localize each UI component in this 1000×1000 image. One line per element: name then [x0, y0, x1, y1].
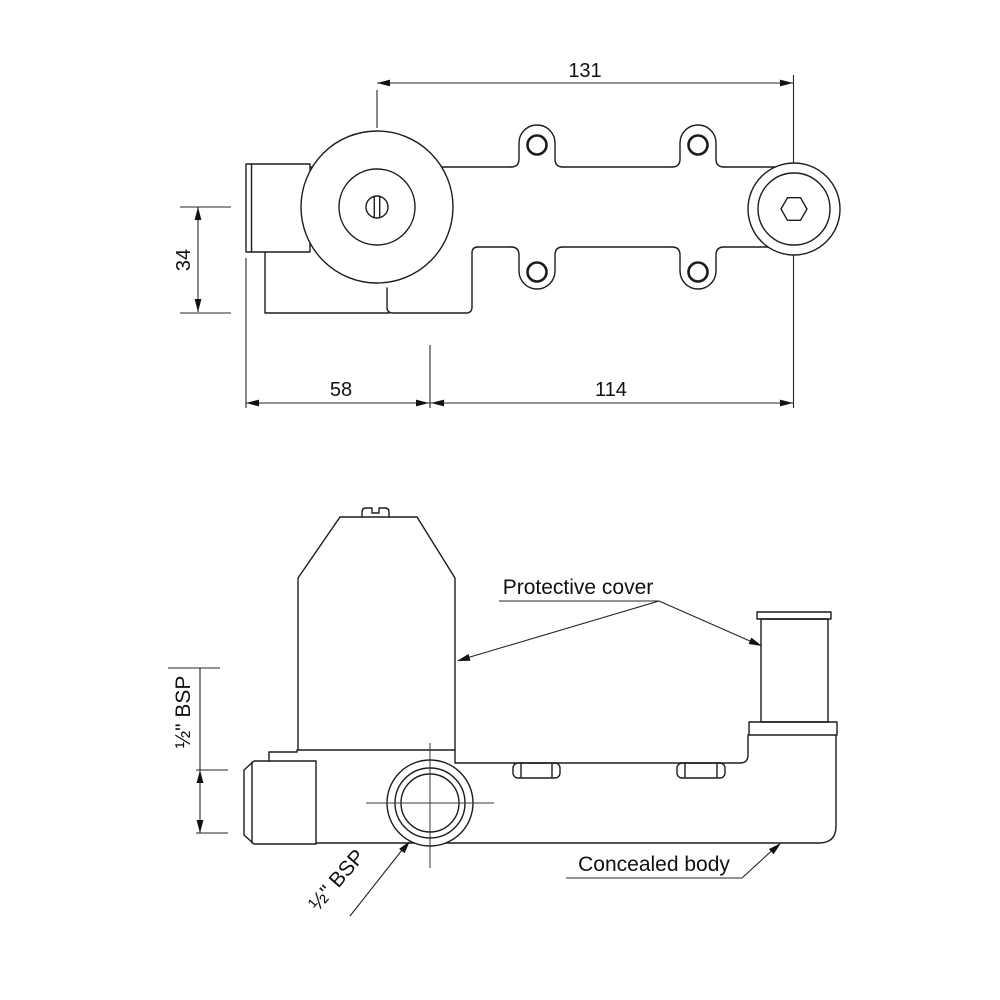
leader-arrowhead: [768, 843, 781, 855]
label-concealed-body: Concealed body: [566, 843, 781, 879]
arrowhead: [196, 820, 204, 833]
dimension-value-34: 34: [173, 249, 195, 271]
mounting-hole: [687, 134, 709, 156]
valve-screw-circle: [365, 195, 389, 219]
arrowhead: [194, 207, 202, 220]
leader-line: [658, 600, 760, 646]
outlet-flange: [748, 721, 838, 736]
right-port-inner-circle: [757, 172, 831, 246]
arrowhead: [416, 399, 429, 407]
arrowhead: [780, 399, 793, 407]
protective-cover-shape: [297, 507, 456, 751]
bottom-view: Protective cover Concealed body ½" BSP: [168, 507, 838, 917]
mounting-tab-bottom-right: [671, 246, 725, 290]
valve-body-plan: [245, 124, 841, 314]
clip-right: [676, 762, 726, 779]
arrowhead: [431, 399, 444, 407]
leader-arrowhead: [457, 654, 471, 661]
outlet-notch: [386, 246, 479, 314]
dimension-34: 34: [173, 206, 231, 314]
dimension-value-131: 131: [568, 60, 601, 82]
bsp-bottom-text: ½" BSP: [304, 845, 369, 915]
cover-body: [297, 516, 456, 751]
body-left-step: [268, 749, 298, 762]
valve-boss-inner-circle: [338, 168, 416, 246]
mounting-tab-top-right: [671, 124, 725, 168]
mounting-tab-bottom-left: [510, 246, 564, 290]
side-inlet-port: [243, 760, 317, 845]
protective-cover-text: Protective cover: [503, 576, 654, 599]
body-top-edge: [454, 734, 749, 764]
mounting-hole: [687, 261, 709, 283]
leader-arrowhead: [399, 841, 410, 854]
hex-socket-icon: [780, 196, 808, 222]
arrowhead: [194, 299, 202, 312]
label-protective-cover: Protective cover: [457, 576, 762, 661]
label-bsp-side: ½" BSP: [168, 667, 228, 834]
arrowhead: [196, 770, 204, 783]
dimension-value-58: 58: [330, 379, 352, 401]
mounting-tab-top-left: [510, 124, 564, 168]
arrowhead: [377, 79, 390, 87]
mounting-hole: [526, 261, 548, 283]
leader-line: [349, 844, 407, 917]
bsp-side-text: ½" BSP: [172, 676, 195, 749]
outlet-tube: [760, 618, 829, 723]
arrowhead: [246, 399, 259, 407]
label-bsp-bottom: ½" BSP: [304, 841, 410, 917]
dimension-value-114: 114: [595, 379, 627, 401]
body-right-and-bottom-edge: [315, 734, 837, 844]
concealed-body-shape: [243, 611, 838, 868]
right-port-outer-circle: [747, 162, 841, 256]
clip-left: [512, 762, 561, 779]
outlet-tube-cap: [756, 611, 832, 620]
dimension-58-114: 58 114: [245, 258, 793, 408]
top-view: 131 34 58 114: [173, 60, 841, 408]
dimension-131: 131: [376, 60, 795, 408]
body-bottom-left-edge: [264, 251, 390, 314]
leader-line: [459, 600, 660, 661]
arrowhead: [780, 79, 793, 87]
cover-top-screw-tab: [361, 507, 390, 518]
leader-arrowhead: [748, 637, 762, 646]
mounting-hole: [526, 134, 548, 156]
concealed-body-text: Concealed body: [578, 853, 730, 876]
valve-boss-outer-circle: [300, 130, 454, 284]
